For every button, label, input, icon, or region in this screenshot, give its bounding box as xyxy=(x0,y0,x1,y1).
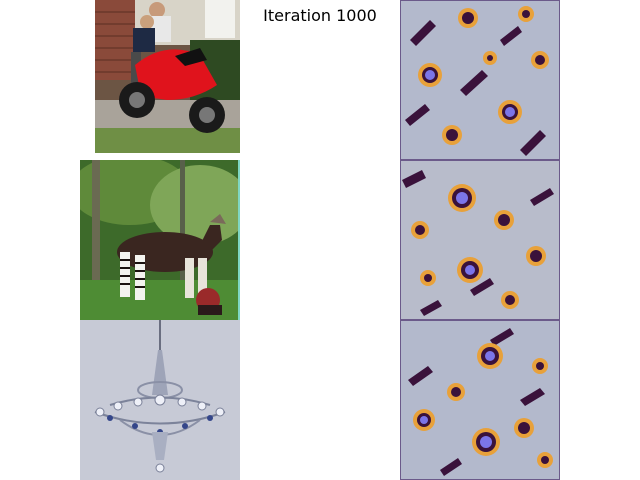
generated-panel-bottom xyxy=(400,320,560,480)
photo-motorcycle xyxy=(95,0,240,153)
photo-chandelier xyxy=(80,320,240,480)
generated-pattern xyxy=(400,320,560,480)
generated-panel-top xyxy=(400,0,560,160)
motorcycle-photo-art xyxy=(95,0,240,153)
chandelier-photo-art xyxy=(80,320,240,480)
okapi-photo-art xyxy=(80,160,240,320)
photo-okapi xyxy=(80,160,240,320)
generated-pattern xyxy=(400,160,560,320)
figure-title: Iteration 1000 xyxy=(263,6,377,25)
generated-pattern xyxy=(400,0,560,160)
generated-panel-middle xyxy=(400,160,560,320)
